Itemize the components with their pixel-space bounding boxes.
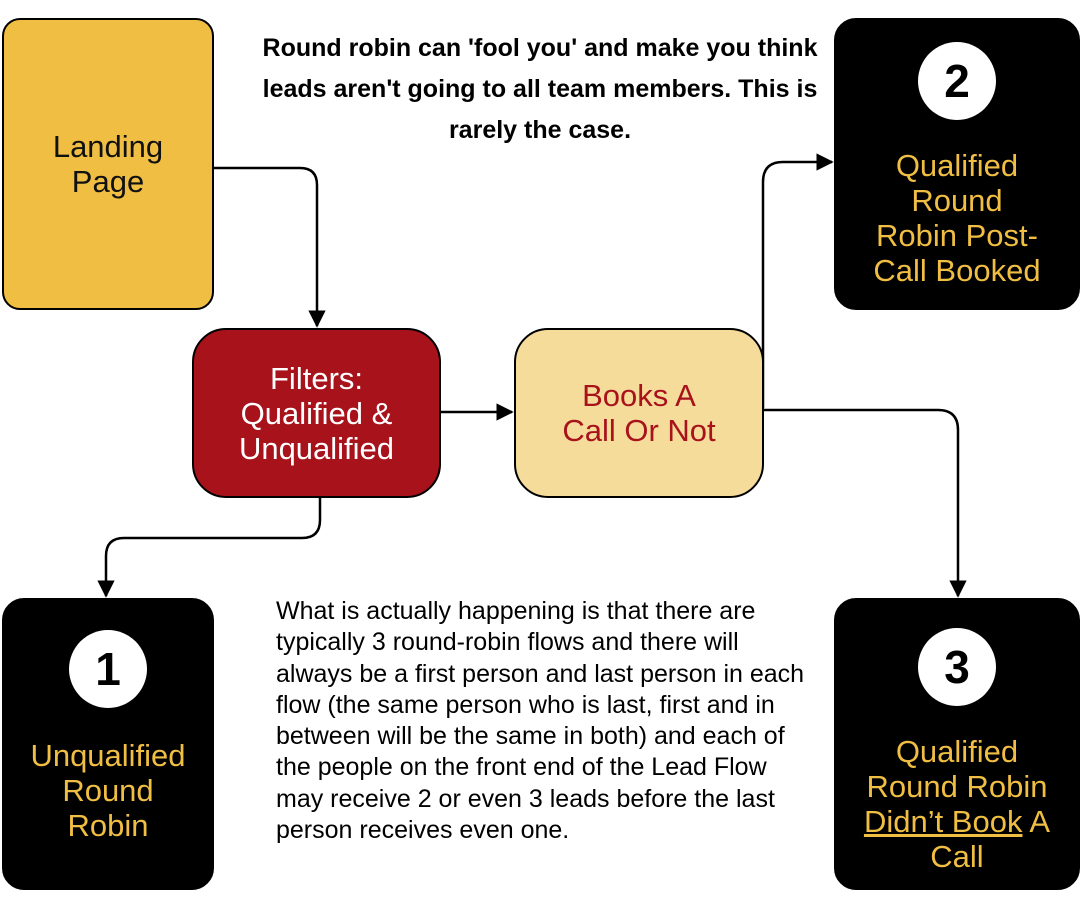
bottom-note: What is actually happening is that there… xyxy=(276,597,805,845)
top-note: Round robin can 'fool you' and make you … xyxy=(262,34,818,144)
books-call-label: Books A Call Or Not xyxy=(562,378,716,448)
outcome-3-label-emphasis: Didn’t Book xyxy=(863,804,1023,839)
landing-page-label: Landing Page xyxy=(52,129,164,199)
outcome-3-label-end: A Call xyxy=(930,804,1051,874)
books-call-node: Books A Call Or Not xyxy=(514,328,764,498)
step-number-1-badge: 1 xyxy=(69,630,147,708)
outcome-1-label: Unqualified Round Robin xyxy=(30,738,186,843)
arrow-filters-to-outcome1 xyxy=(97,498,322,598)
filters-label: Filters: Qualified & Unqualified xyxy=(238,360,395,466)
arrow-books-to-outcome2 xyxy=(761,153,834,408)
filters-node: Filters: Qualified & Unqualified xyxy=(192,328,441,498)
outcome-3-label: Qualified Round Robin Didn’t Book A Call xyxy=(862,734,1052,874)
arrow-books-to-outcome3 xyxy=(764,408,967,598)
step-number-2-badge: 2 xyxy=(918,42,996,120)
outcome-2-label: Qualified Round Robin Post-Call Booked xyxy=(873,148,1041,288)
outcome-2-node: 2 Qualified Round Robin Post-Call Booked xyxy=(834,18,1080,310)
outcome-3-label-start: Qualified Round Robin xyxy=(866,734,1048,804)
step-number-3-badge: 3 xyxy=(918,628,996,706)
arrow-landing-to-filters xyxy=(214,166,326,328)
landing-page-node: Landing Page xyxy=(2,18,214,310)
outcome-1-node: 1 Unqualified Round Robin xyxy=(2,598,214,890)
outcome-3-node: 3 Qualified Round Robin Didn’t Book A Ca… xyxy=(834,598,1080,890)
